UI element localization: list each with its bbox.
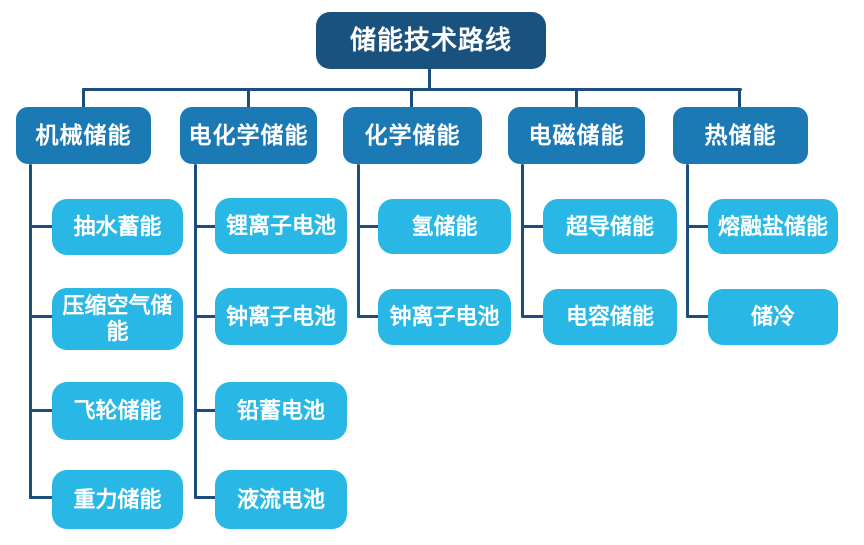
leaf-compressed-air-storage: 压缩空气储能 <box>52 288 183 350</box>
connector-stub <box>521 315 545 318</box>
category-electromagnetic-storage: 电磁储能 <box>508 107 645 164</box>
category-electrochemical-storage: 电化学储能 <box>180 107 317 164</box>
leaf-lithium-ion-battery: 锂离子电池 <box>215 198 347 254</box>
leaf-flywheel-storage: 飞轮储能 <box>52 382 183 440</box>
connector-drop-electrochemical <box>247 88 250 108</box>
category-thermal-storage: 热储能 <box>673 107 808 164</box>
leaf-hydrogen-storage: 氢储能 <box>378 199 511 254</box>
connector-stub <box>29 225 54 228</box>
connector-descender-electromagnetic <box>521 164 524 318</box>
connector-stub <box>29 315 54 318</box>
connector-stub <box>194 225 217 228</box>
connector-stub <box>521 225 545 228</box>
connector-stub <box>686 315 710 318</box>
leaf-cold-storage: 储冷 <box>708 289 838 345</box>
connector-stub <box>357 225 380 228</box>
connector-stub <box>29 409 54 412</box>
connector-stub <box>194 315 217 318</box>
connector-drop-thermal <box>738 88 741 108</box>
leaf-lead-acid-battery: 铅蓄电池 <box>215 382 347 440</box>
connector-drop-electromagnetic <box>575 88 578 108</box>
leaf-sodium-ion-battery: 钟离子电池 <box>215 288 347 345</box>
category-mechanical-storage: 机械储能 <box>16 107 151 164</box>
connector-descender-thermal <box>686 164 689 318</box>
category-chemical-storage: 化学储能 <box>343 107 482 164</box>
connector-drop-mechanical <box>82 88 85 108</box>
leaf-superconducting-storage: 超导储能 <box>543 199 677 254</box>
connector-stub <box>357 315 380 318</box>
leaf-gravity-storage: 重力储能 <box>52 470 183 529</box>
connector-drop-chemical <box>410 88 413 108</box>
connector-descender-chemical <box>357 164 360 318</box>
root-node-energy-storage-roadmap: 储能技术路线 <box>316 12 546 69</box>
leaf-flow-battery: 液流电池 <box>215 470 347 529</box>
connector-stub <box>29 496 54 499</box>
connector-root-stem <box>428 68 431 90</box>
leaf-pumped-hydro-storage: 抽水蓄能 <box>52 199 183 255</box>
leaf-ion-battery: 钟离子电池 <box>378 289 511 345</box>
connector-stub <box>194 496 217 499</box>
leaf-capacitor-storage: 电容储能 <box>543 289 677 345</box>
connector-descender-mechanical <box>29 164 32 499</box>
connector-stub <box>194 409 217 412</box>
connector-stub <box>686 225 710 228</box>
connector-descender-electrochemical <box>194 164 197 499</box>
leaf-molten-salt-storage: 熔融盐储能 <box>708 199 838 254</box>
